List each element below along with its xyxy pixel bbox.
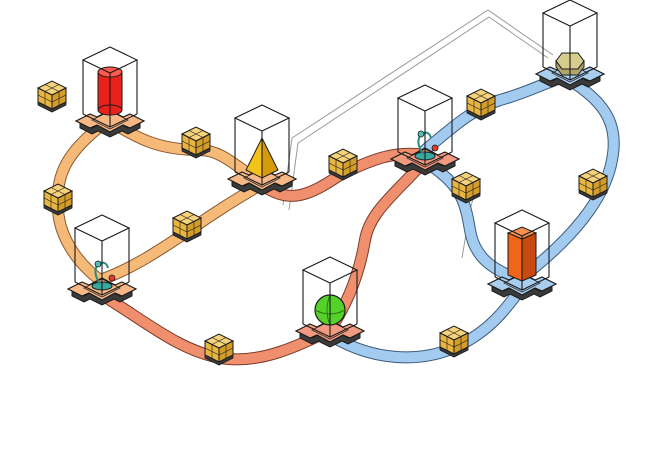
robot-station-left <box>66 214 138 306</box>
crate-pallet-icon <box>181 126 211 159</box>
crate-pallet-icon <box>204 333 234 366</box>
glass-box-outline <box>396 84 454 166</box>
cube-station <box>486 209 558 301</box>
pyramid-station <box>226 104 298 196</box>
pyramid-block-icon <box>245 137 279 179</box>
crate-pallet-icon <box>172 210 202 243</box>
cylinder-station <box>74 46 146 138</box>
glass-box-outline <box>233 104 291 186</box>
route-orange <box>51 114 266 286</box>
crate-pallet-icon <box>328 148 358 181</box>
sphere-station <box>294 256 366 348</box>
crate-pallet-icon <box>37 80 67 113</box>
glass-box-outline <box>493 209 551 291</box>
robot-station-center <box>389 84 461 176</box>
crate-pallet-icon <box>451 171 481 204</box>
route-blue <box>324 69 620 364</box>
glass-box-outline <box>301 256 359 338</box>
crate-pallet-icon <box>439 325 469 358</box>
glass-box-outline <box>541 0 599 81</box>
crate-pallet-icon <box>578 168 608 201</box>
glass-box-outline <box>73 214 131 296</box>
stations <box>66 0 606 348</box>
octagon-station <box>534 0 606 91</box>
crate-pallet-icon <box>466 88 496 121</box>
glass-box-outline <box>81 46 139 128</box>
crate-pallet-icon <box>43 183 73 216</box>
cube-block-icon <box>506 226 538 282</box>
